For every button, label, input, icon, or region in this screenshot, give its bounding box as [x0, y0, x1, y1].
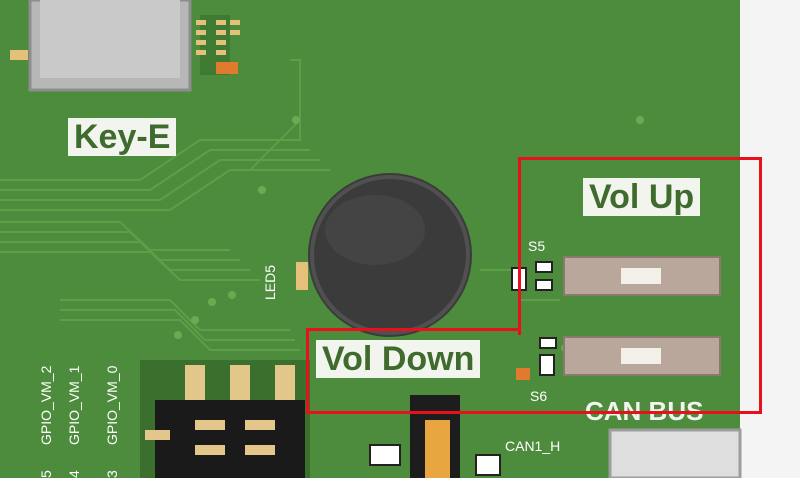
gpio-vm-0-label: GPIO_VM_0: [104, 365, 120, 445]
s6-label: S6: [530, 388, 548, 404]
pin-3-label: 3: [104, 470, 120, 478]
key-e-label: Key-E: [68, 118, 177, 156]
vol-up-label: Vol Up: [583, 178, 701, 216]
highlight-vol-up: [518, 157, 762, 335]
gpio-vm-2-label: GPIO_VM_2: [38, 365, 54, 445]
vol-down-switch[interactable]: [563, 336, 721, 376]
pin-4-label: 4: [66, 470, 82, 478]
vol-down-switch-cap: [621, 348, 661, 364]
pin-5-label: 5: [38, 470, 54, 478]
vol-down-label: Vol Down: [316, 340, 481, 378]
vol-up-switch[interactable]: [563, 256, 721, 296]
highlight-joint: [306, 328, 521, 331]
led5-label: LED5: [262, 264, 278, 300]
gpio-vm-1-label: GPIO_VM_1: [66, 365, 82, 445]
s5-label: S5: [528, 238, 546, 254]
vol-up-switch-cap: [621, 268, 661, 284]
highlight-vol-down: [306, 328, 762, 414]
pin-header-icon: [155, 400, 305, 478]
can1-h-label: CAN1_H: [505, 438, 561, 454]
